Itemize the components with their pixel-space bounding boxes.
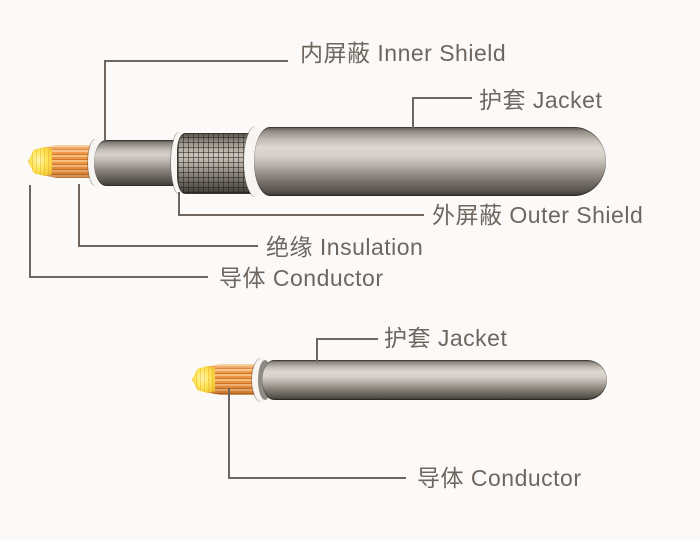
leader-outer-shield	[178, 192, 424, 216]
insulation-layer	[94, 140, 180, 186]
jacket-tube	[254, 127, 606, 196]
wire-conductor-tip-face	[192, 366, 215, 393]
leader-wire-conductor	[228, 388, 406, 479]
outer-shield-label: 外屏蔽 Outer Shield	[432, 202, 644, 228]
leader-inner-shield	[104, 60, 288, 140]
insulation-label: 绝缘 Insulation	[266, 234, 424, 260]
leader-wire-jacket	[316, 338, 378, 362]
conductor-tip-face	[28, 147, 52, 176]
leader-jacket-top	[412, 97, 472, 130]
wire-jacket-label: 护套 Jacket	[384, 325, 508, 351]
conductor-label: 导体 Conductor	[219, 265, 384, 291]
inner-shield-label: 内屏蔽 Inner Shield	[300, 40, 507, 66]
wire-conductor-label: 导体 Conductor	[417, 465, 582, 491]
wire-jacket-tube	[262, 360, 607, 400]
leader-conductor	[29, 185, 208, 278]
leader-insulation	[78, 184, 258, 247]
jacket-label-top: 护套 Jacket	[479, 87, 603, 113]
